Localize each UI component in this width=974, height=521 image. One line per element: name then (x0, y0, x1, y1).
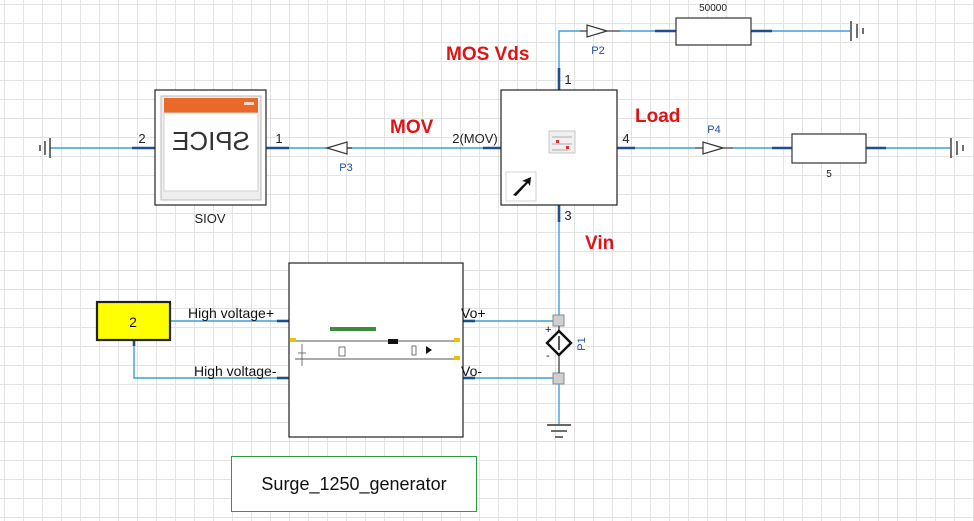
probe-p3-label: P3 (339, 162, 352, 174)
siov-block[interactable]: SPICE 2 1 SIOV (132, 89, 289, 226)
ground-left-icon (39, 138, 51, 158)
subsystem-block[interactable]: 1 2(MOV) 4 3 (452, 68, 635, 223)
circuit-thumbnail-icon (548, 130, 576, 154)
ground-bottom-icon (547, 424, 571, 438)
generator-thumbnail-icon (290, 327, 460, 366)
wire-top-branch[interactable] (558, 30, 580, 68)
probe-p2-label: P2 (591, 45, 604, 57)
annotation-mov: MOV (390, 117, 434, 138)
subsystem-pin-1: 1 (564, 72, 571, 87)
resistor-right[interactable]: 5 (772, 133, 886, 180)
probe-p1-label: P1 (576, 337, 588, 350)
siov-pin-2: 2 (138, 131, 145, 146)
probe-p3[interactable]: P3 (324, 141, 353, 174)
resistor-top[interactable]: 50000 (655, 3, 772, 46)
resistor-top-value: 50000 (699, 3, 727, 14)
subsystem-pin-3: 3 (564, 208, 571, 223)
port-vo-minus: Vo- (461, 363, 482, 379)
constant-value: 2 (129, 314, 137, 330)
subsystem-link-icon (505, 171, 537, 202)
generator-name-tag[interactable]: Surge_1250_generator (231, 456, 477, 512)
constant-block[interactable]: 2 (95, 300, 172, 346)
siov-pin-1: 1 (275, 131, 282, 146)
siov-icon-text: SPICE (172, 126, 250, 156)
ground-right-icon (950, 138, 964, 158)
annotation-mos-vds: MOS Vds (446, 44, 529, 65)
port-hv-plus: High voltage+ (188, 305, 274, 321)
probe-p2[interactable]: P2 (580, 24, 620, 57)
siov-label: SIOV (194, 211, 225, 226)
ground-top-icon (850, 21, 864, 41)
probe-p4-label: P4 (707, 124, 720, 136)
voltage-probe-p1[interactable]: + - P1 (545, 314, 588, 385)
subsystem-pin-2: 2(MOV) (452, 131, 498, 146)
subsystem-pin-4: 4 (622, 131, 629, 146)
generator-block[interactable]: High voltage+ High voltage- Vo+ Vo- (188, 262, 486, 438)
port-hv-minus: High voltage- (194, 363, 277, 379)
probe-p1-plus: + (545, 324, 551, 336)
probe-p1-minus: - (546, 350, 550, 362)
port-vo-plus: Vo+ (461, 305, 486, 321)
annotation-load: Load (635, 106, 680, 127)
annotation-vin: Vin (585, 233, 614, 254)
spice-icon: SPICE (172, 126, 250, 156)
wires (50, 30, 950, 424)
wire-constant-hv-minus[interactable] (133, 340, 277, 379)
generator-name: Surge_1250_generator (261, 473, 447, 494)
probe-p4[interactable]: P4 (695, 124, 733, 155)
resistor-right-value: 5 (826, 169, 832, 180)
